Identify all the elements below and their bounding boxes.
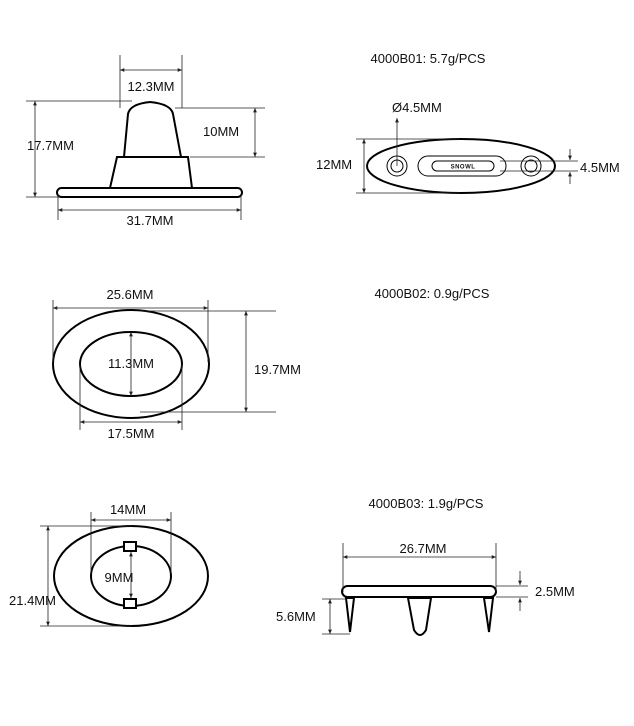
label-stud-height: 10MM <box>203 124 239 139</box>
oval-plate <box>366 138 556 194</box>
stud-cap <box>122 100 183 158</box>
label-hole-diameter: Ø4.5MM <box>392 100 442 115</box>
label-washer-inner-width: 14MM <box>110 502 146 517</box>
stud-collar <box>108 156 194 189</box>
label-total-height: 17.7MM <box>27 138 74 153</box>
right-hole-inner <box>524 159 538 173</box>
part2-top-view: 25.6MM 11.3MM 19.7MM 17.5MM <box>52 287 301 441</box>
left-prong <box>344 597 356 633</box>
label-slot-height: 4.5MM <box>580 160 620 175</box>
label-inner-height: 11.3MM <box>108 356 154 371</box>
label-top-width: 12.3MM <box>128 79 175 94</box>
right-prong <box>482 597 495 633</box>
label-outer-height: 19.7MM <box>254 362 301 377</box>
label-plate-length: 26.7MM <box>400 541 447 556</box>
label-prong-length: 5.6MM <box>276 609 316 624</box>
center-slot-inner <box>431 160 495 172</box>
part3-top-view: 14MM 9MM 21.4MM <box>9 502 209 627</box>
top-tab <box>123 541 137 552</box>
part3-side-view: 26.7MM 2.5MM 5.6MM <box>276 541 575 636</box>
flat-plate <box>341 585 497 598</box>
base-plate <box>56 187 243 198</box>
label-washer-outer-height: 21.4MM <box>9 593 56 608</box>
label-washer-inner-height: 9MM <box>105 570 134 585</box>
caption-4000b01: 4000B01: 5.7g/PCS <box>371 51 486 66</box>
label-inner-width: 17.5MM <box>108 426 155 441</box>
caption-4000b02: 4000B02: 0.9g/PCS <box>375 286 490 301</box>
right-hole-outer <box>520 155 542 177</box>
center-slot-outer <box>417 155 507 177</box>
bottom-tab <box>123 598 137 609</box>
logo-text: SNOWL <box>451 165 476 171</box>
label-outer-width: 25.6MM <box>107 287 154 302</box>
part1-side-view: 12.3MM 17.7MM 10MM 31.7MM <box>26 55 265 228</box>
caption-4000b03: 4000B03: 1.9g/PCS <box>369 496 484 511</box>
label-base-width: 31.7MM <box>127 213 174 228</box>
center-prong <box>406 597 433 636</box>
label-plate-height: 12MM <box>316 157 352 172</box>
label-plate-thickness: 2.5MM <box>535 584 575 599</box>
part1-top-view: SNOWL Ø4.5MM 12MM 4.5MM <box>316 100 620 194</box>
